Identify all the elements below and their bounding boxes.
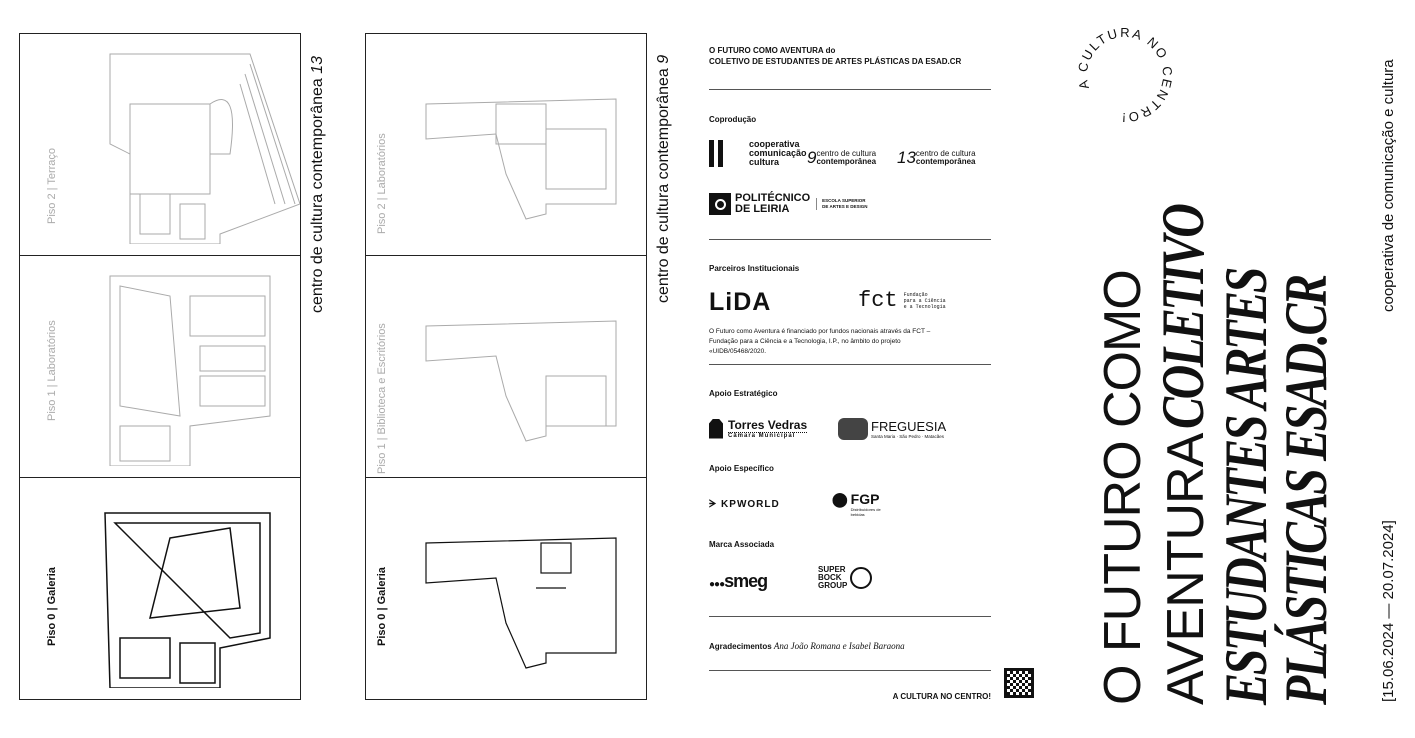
section-heading: Coprodução xyxy=(709,115,757,124)
floor-plan-drawing xyxy=(109,275,271,466)
title-line: O FUTURO COMO xyxy=(1094,270,1152,705)
venue-label: centro de cultura contemporânea 9 xyxy=(655,54,672,303)
section-heading: Apoio Específico xyxy=(709,464,774,473)
circular-slogan: A CULTURA NO CENTRO! xyxy=(1070,20,1180,130)
footer-slogan: A CULTURA NO CENTRO! xyxy=(892,692,991,701)
divider xyxy=(709,616,991,617)
floor-label: Piso 0 | Galeria xyxy=(376,567,388,646)
floor-plan-drawing xyxy=(109,53,300,244)
floor-plan-drawing xyxy=(425,320,617,442)
venue-label: centro de cultura contemporânea 13 xyxy=(309,55,326,313)
floor-label: Piso 2 | Laboratórios xyxy=(376,133,388,234)
floor-label: Piso 1 | Laboratórios xyxy=(46,320,58,421)
divider xyxy=(709,364,991,365)
floor-plan-panel: Piso 1 | Laboratórios xyxy=(19,255,301,478)
floor-plan-panel: Piso 0 | Galeria xyxy=(19,477,301,700)
logo-smeg: ●●●smeg xyxy=(709,571,768,591)
floor-plan-drawing xyxy=(425,537,617,669)
floor-plan-panel: Piso 2 | Laboratórios xyxy=(365,33,647,256)
logo-lida: LiDA xyxy=(709,288,772,316)
floor-label: Piso 2 | Terraço xyxy=(46,147,58,224)
section-heading: Parceiros Institucionais xyxy=(709,264,800,273)
divider xyxy=(709,89,991,90)
floor-plan-panel: Piso 1 | Biblioteca e Escritórios xyxy=(365,255,647,478)
title-line: PLÁSTICAS ESAD.CR xyxy=(1273,276,1339,705)
floor-plan-panel: Piso 0 | Galeria xyxy=(365,477,647,700)
section-heading: Apoio Estratégico xyxy=(709,389,778,398)
acknowledgements: Agradecimentos Ana João Romana e Isabel … xyxy=(709,641,905,651)
divider xyxy=(709,239,991,240)
title-line: ESTUDANTES ARTES xyxy=(1213,269,1279,705)
title-line: AVENTURA COLETIVO xyxy=(1150,205,1216,705)
floor-plan-drawing xyxy=(104,512,271,688)
svg-text:A CULTURA NO CENTRO!: A CULTURA NO CENTRO! xyxy=(1070,20,1180,130)
logo-kpworld: ᗒ KPWORLD xyxy=(709,499,780,510)
section-heading: Marca Associada xyxy=(709,540,775,549)
organizer: cooperativa de comunicação e cultura xyxy=(1380,59,1397,312)
cover-title: O FUTURO COMO AVENTURA COLETIVO ESTUDANT… xyxy=(1093,185,1339,705)
exhibition-dates: [15.06.2024 — 20.07.2024] xyxy=(1380,520,1397,702)
funding-text: O Futuro como Aventura é financiado por … xyxy=(709,328,931,355)
floor-plan-drawing xyxy=(425,98,617,220)
floor-plan-panel: Piso 2 | Terraço xyxy=(19,33,301,256)
floor-label: Piso 1 | Biblioteca e Escritórios xyxy=(376,323,388,474)
floor-label: Piso 0 | Galeria xyxy=(46,567,58,646)
divider xyxy=(709,670,991,671)
qr-code[interactable] xyxy=(1004,668,1034,698)
